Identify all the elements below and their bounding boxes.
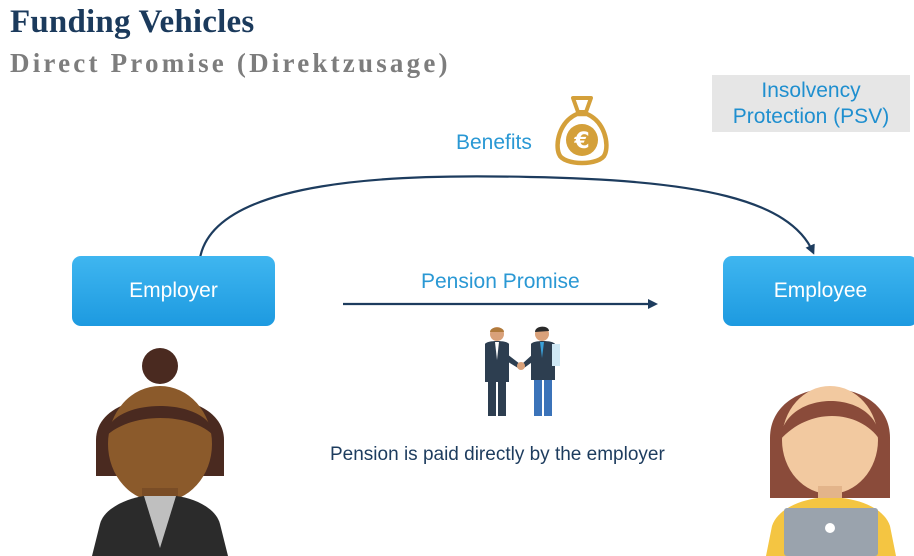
payment-note: Pension is paid directly by the employer: [330, 444, 665, 465]
employee-node: Employee: [723, 256, 914, 326]
euro-money-bag-icon: €: [555, 96, 609, 166]
employer-node: Employer: [72, 256, 275, 326]
pension-promise-label: Pension Promise: [421, 270, 580, 293]
handshake-icon: [485, 326, 560, 416]
employer-avatar: [92, 348, 228, 556]
svg-text:€: €: [573, 129, 589, 154]
benefits-label: Benefits: [456, 131, 532, 154]
benefits-arc-arrow: [198, 175, 815, 259]
employer-label: Employer: [129, 279, 218, 302]
insolvency-protection-box: Insolvency Protection (PSV): [712, 75, 910, 132]
employee-avatar: [766, 386, 896, 556]
page-title: Funding Vehicles: [10, 4, 255, 40]
employee-label: Employee: [773, 279, 868, 302]
page-subtitle: Direct Promise (Direktzusage): [10, 48, 451, 78]
